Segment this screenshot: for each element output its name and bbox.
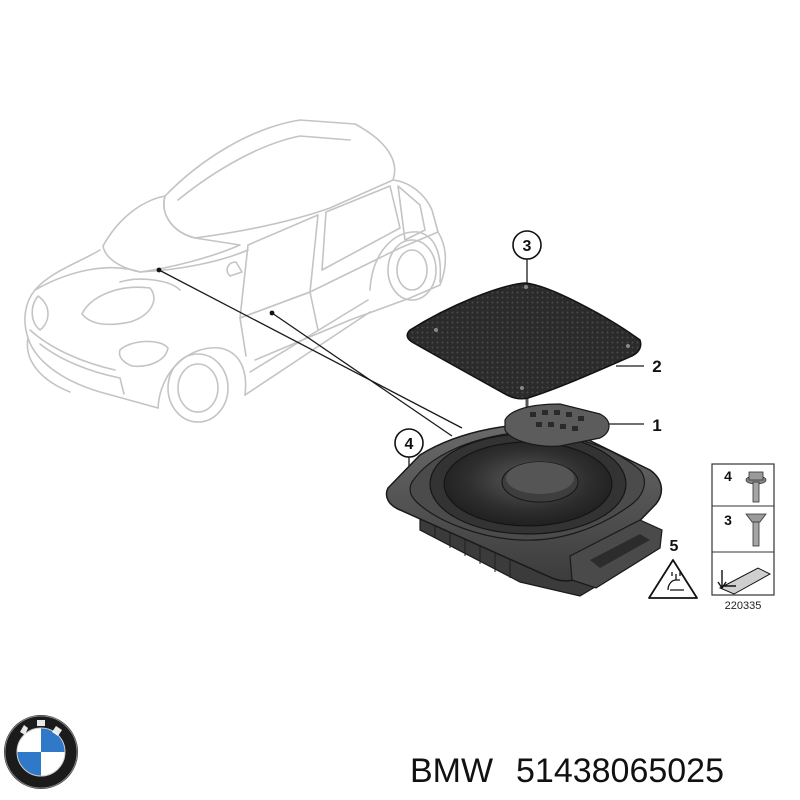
hardware-legend-panel: 4 3 220335 <box>711 463 775 612</box>
svg-text:2: 2 <box>652 357 661 376</box>
countersunk-screw-icon <box>745 513 767 547</box>
callout-2: 2 <box>652 357 661 376</box>
bmw-roundel-logo <box>4 715 78 789</box>
brand-name: BMW <box>410 752 493 790</box>
vehicle-outline <box>24 119 447 423</box>
svg-text:4: 4 <box>405 436 414 453</box>
callout-3: 3 <box>512 230 542 260</box>
leader-lines <box>156 259 644 472</box>
callout-5: 5 <box>670 538 679 555</box>
svg-text:5: 5 <box>670 538 679 555</box>
svg-text:3: 3 <box>724 512 732 528</box>
svg-text:4: 4 <box>724 468 732 484</box>
callout-4: 4 <box>394 428 424 458</box>
svg-text:1: 1 <box>652 416 661 435</box>
svg-text:3: 3 <box>523 238 532 255</box>
part-number: 51438065025 <box>516 752 724 790</box>
subwoofer-enclosure <box>385 403 663 597</box>
callout-1: 1 <box>652 416 661 435</box>
arrow-direction-icon <box>717 567 772 595</box>
electrical-warning-icon <box>648 559 698 599</box>
svg-text:220335: 220335 <box>725 600 762 612</box>
flange-bolt-icon <box>745 471 767 503</box>
speaker-cover-pad <box>406 282 642 400</box>
